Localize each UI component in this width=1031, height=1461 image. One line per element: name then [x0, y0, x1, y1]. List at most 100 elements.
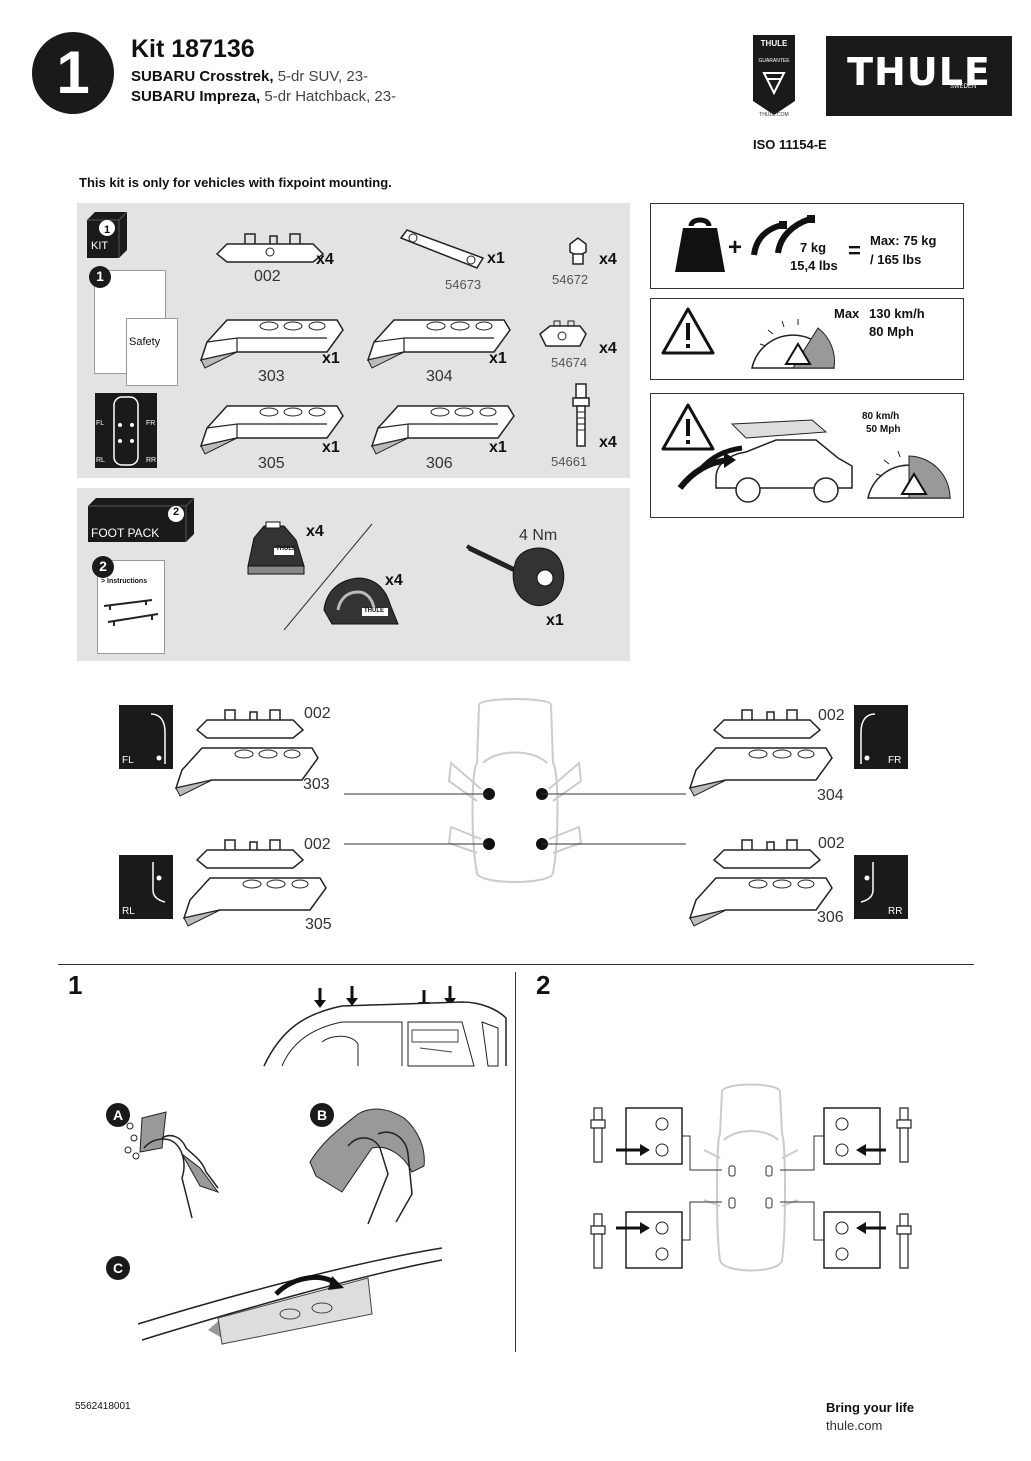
max-load-kg: Max: 75 kg: [870, 233, 937, 248]
fl-pad-icon: [174, 747, 319, 797]
bracket-002-icon: [215, 233, 325, 263]
fl-position-label: FL: [122, 755, 134, 766]
step-b-badge: [310, 1103, 334, 1127]
plate-54673-icon: [399, 229, 485, 269]
warning-triangle-2-icon: [661, 403, 715, 451]
remove-cover-illustration: [137, 1247, 443, 1345]
guarantee-bottom: THULE.COM: [759, 112, 789, 118]
bars-weight-lbs: 15,4 lbs: [790, 258, 838, 273]
vehicle-2-desc: 5-dr Hatchback, 23-: [260, 88, 397, 105]
step-1-number: 1: [68, 970, 83, 1000]
fl-pad-code: 303: [303, 776, 330, 793]
torque-tool-icon: [465, 544, 565, 606]
fr-position-label: FR: [888, 755, 902, 766]
kit-rl: RL: [96, 457, 105, 464]
foot-brand-2: THULE: [364, 608, 384, 614]
foot-box-number: 2: [172, 506, 180, 518]
guarantee-top: THULE: [760, 39, 788, 48]
fr-bracket-code: 002: [818, 707, 845, 724]
foot-doc-rack-icon: [103, 599, 159, 626]
step-b-letter: B: [316, 1107, 328, 1123]
kit-car-outline: [113, 396, 139, 466]
part-54673-qty: x1: [487, 250, 505, 267]
part-54674-qty: x4: [599, 340, 617, 357]
safety-doc: [126, 318, 178, 386]
kit-box-icon: [87, 211, 128, 258]
step-badge-number: 1: [56, 39, 90, 106]
part-54673-code: 54673: [445, 277, 482, 292]
part-306-qty: x1: [489, 439, 507, 456]
kit-rr: RR: [146, 457, 157, 464]
wind-mph: 50 Mph: [866, 424, 901, 435]
foot-1-qty: x4: [306, 523, 324, 540]
foot-2-qty: x4: [385, 572, 403, 589]
car-top-view: [447, 698, 583, 883]
part-304-qty: x1: [489, 350, 507, 367]
tool-qty: x1: [546, 612, 564, 629]
foot-brand-1: THULE: [276, 546, 296, 552]
foot-doc-number: 2: [99, 558, 107, 574]
footer-website[interactable]: thule.com: [826, 1418, 883, 1433]
rl-bracket-icon: [195, 839, 305, 869]
warning-triangle-icon: [661, 307, 715, 355]
rl-position-label: RL: [122, 906, 135, 917]
fl-bracket-code: 002: [304, 705, 331, 722]
rr-bracket-code: 002: [818, 835, 845, 852]
doc-number: 1: [96, 268, 104, 284]
part-002-code: 002: [254, 268, 281, 285]
fr-pad-code: 304: [817, 787, 844, 804]
speedometer-icon: [751, 319, 835, 369]
part-54672-code: 54672: [552, 272, 589, 287]
step-a-badge: [106, 1103, 130, 1127]
part-305-code: 305: [258, 455, 285, 472]
section-divider-horizontal: [58, 964, 974, 965]
weight-icon: [675, 217, 725, 272]
car-wind-icon: [677, 419, 853, 503]
rl-pad-code: 305: [305, 916, 332, 933]
document-number: 5562418001: [75, 1401, 131, 1412]
divider-line: [283, 523, 373, 631]
pad-306-icon: [370, 405, 515, 455]
wipe-dry-illustration: [309, 1108, 425, 1225]
plus-sign: +: [728, 234, 743, 261]
fl-bracket-icon: [195, 709, 305, 739]
rr-position-label: RR: [888, 906, 903, 917]
vehicle-line-1: SUBARU Crosstrek, 5-dr SUV, 23-: [131, 68, 368, 85]
placement-leader-lines: [344, 793, 686, 845]
roof-bars-icon: [751, 215, 815, 256]
thule-logo-sub: SWEDEN: [950, 84, 977, 90]
part-306-code: 306: [426, 455, 453, 472]
rr-pad-icon: [688, 877, 833, 927]
footer-slogan: Bring your life: [826, 1400, 915, 1415]
foot-doc-instructions: > Instructions: [101, 578, 148, 585]
foot-2-icon: [323, 577, 399, 625]
step-c-badge: [106, 1256, 130, 1280]
part-002-qty: x4: [316, 251, 334, 268]
pad-305-icon: [199, 405, 344, 455]
fr-position-tile: [854, 705, 908, 769]
fl-door-icon: [150, 713, 166, 764]
fr-bracket-icon: [712, 709, 822, 739]
vehicle-2-make: SUBARU Impreza,: [131, 88, 261, 105]
rr-bracket-icon: [712, 839, 822, 869]
part-303-qty: x1: [322, 350, 340, 367]
pad-303-icon: [199, 319, 344, 369]
fl-position-tile: [119, 705, 173, 769]
step-badge: [32, 32, 114, 114]
kit-fr: FR: [146, 420, 156, 427]
rl-pad-icon: [182, 877, 327, 927]
part-54674-code: 54674: [551, 355, 588, 370]
bars-weight-kg: 7 kg: [800, 240, 827, 255]
step-c-letter: C: [112, 1260, 124, 1276]
thule-logo-text: THULE: [847, 50, 991, 94]
fr-pad-icon: [688, 747, 833, 797]
kit-car-positions: [95, 393, 157, 468]
part-303-code: 303: [258, 368, 285, 385]
torque-label: 4 Nm: [519, 527, 558, 544]
safety-label: Safety: [129, 336, 161, 348]
foot-pack-box-icon: [88, 497, 195, 542]
part-305-qty: x1: [322, 439, 340, 456]
wind-kmh: 80 km/h: [862, 411, 900, 422]
vehicle-1-desc: 5-dr SUV, 23-: [273, 68, 369, 85]
roof-press-illustration: [263, 986, 507, 1067]
